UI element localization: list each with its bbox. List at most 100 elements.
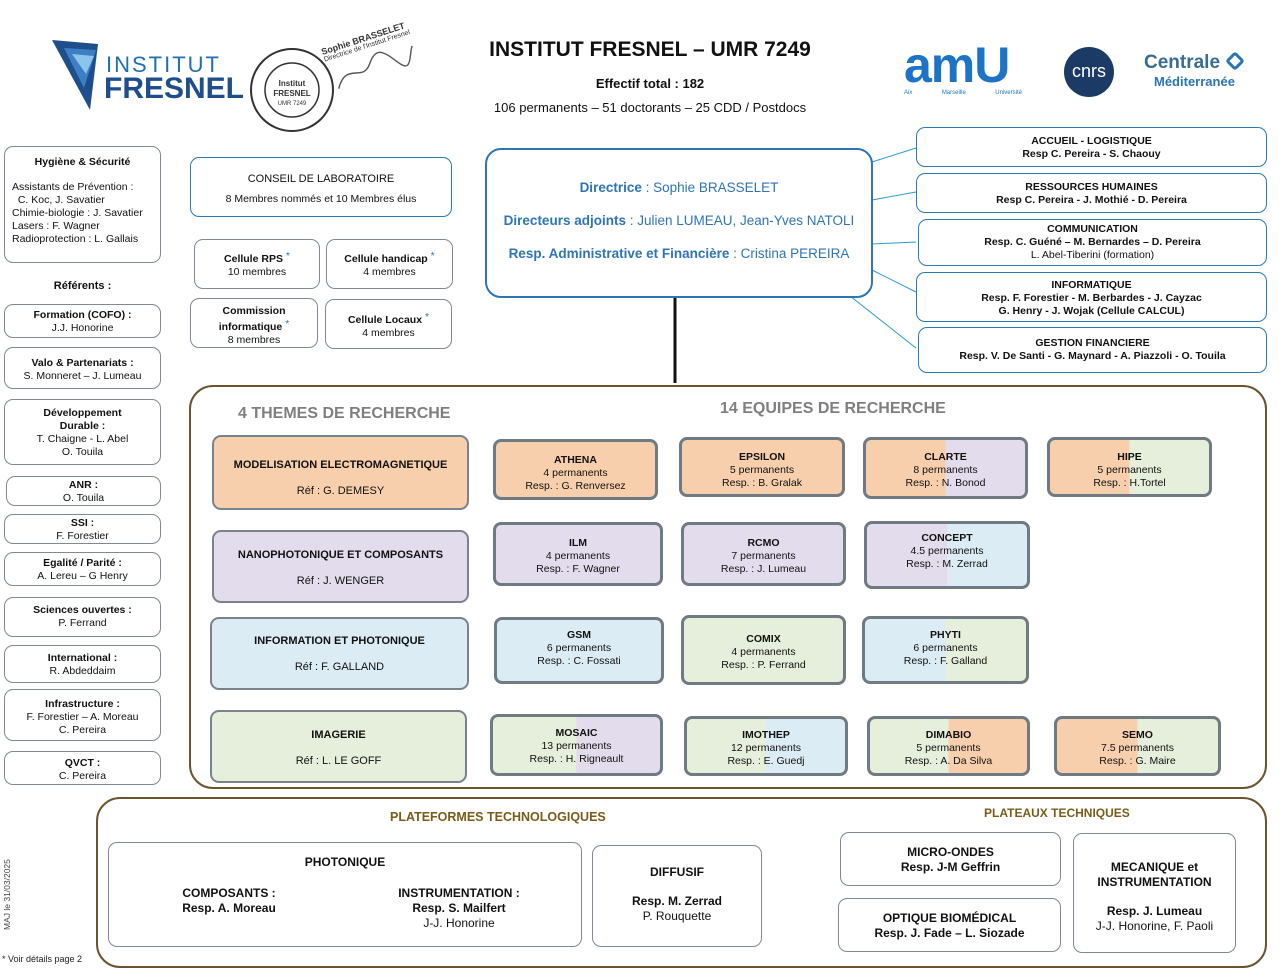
diffusif-extra: P. Rouquette — [642, 909, 712, 923]
cellule-handicap-desc: 4 membres — [363, 266, 416, 278]
referent-qvct-line1: C. Pereira — [58, 770, 107, 782]
referent-valo-title: Valo & Partenariats : — [31, 357, 134, 369]
mecanique-extra: J-J. Honorine, F. Paoli — [1095, 919, 1214, 933]
plateau-mecanique: MECANIQUE et INSTRUMENTATION Resp. J. Lu… — [1073, 833, 1236, 953]
platforms-title: PLATEFORMES TECHNOLOGIQUES — [390, 810, 606, 824]
theme-modelisation-ref: Réf : G. DEMESY — [296, 485, 385, 497]
team-ilm: ILM 4 permanents Resp. : F. Wagner — [493, 522, 663, 586]
theme-modelisation: MODELISATION ELECTROMAGNETIQUE Réf : G. … — [212, 435, 469, 510]
cellule-rps-star: * — [285, 250, 290, 262]
centrale-logo-line1: Centrale — [1144, 52, 1221, 73]
plateaux-title: PLATEAUX TECHNIQUES — [984, 806, 1130, 820]
service-informatique: INFORMATIQUE Resp. F. Forestier - M. Ber… — [916, 272, 1267, 322]
team-gsm-resp: Resp. : C. Fossati — [537, 655, 621, 667]
fresnel-logo: INSTITUT FRESNEL — [50, 38, 244, 114]
service-gestion-title: GESTION FINANCIERE — [1035, 337, 1150, 349]
svg-text:Institut: Institut — [279, 79, 306, 88]
diffusif-resp: Resp. M. Zerrad — [631, 894, 723, 908]
referent-anr-line1: O. Touila — [62, 492, 105, 504]
team-mosaic-name: MOSAIC — [555, 727, 598, 739]
amu-sub-3: Université — [995, 90, 1022, 96]
mecanique-resp: Resp. J. Lumeau — [1106, 904, 1203, 918]
hygiene-line3: Chimie-biologie : J. Savatier — [12, 207, 143, 219]
team-hipe-perm: 5 permanents — [1097, 464, 1162, 476]
hygiene-title: Hygiène & Sécurité — [34, 156, 131, 168]
hygiene-line4: Lasers : F. Wagner — [12, 220, 100, 232]
team-hipe-resp: Resp. : H.Tortel — [1093, 477, 1166, 489]
cellule-locaux-title: Cellule Locaux — [347, 314, 423, 326]
amu-sub-1: Aix — [904, 90, 913, 96]
team-comix-perm: 4 permanents — [731, 646, 796, 658]
team-epsilon-perm: 5 permanents — [729, 464, 795, 476]
official-stamp: Institut FRESNEL UMR 7249 — [248, 46, 336, 134]
team-imothep-resp: Resp. : E. Guedj — [727, 755, 805, 767]
referent-infra-title: Infrastructure : — [45, 698, 120, 710]
team-semo-resp: Resp. : G. Maire — [1099, 755, 1176, 767]
theme-information-name: INFORMATION ET PHOTONIQUE — [254, 635, 425, 647]
service-informatique-line1: Resp. F. Forestier - M. Berbardes - J. C… — [981, 292, 1202, 304]
service-communication-line1: Resp. C. Guéné – M. Bernardes – D. Perei… — [984, 236, 1201, 248]
amu-logo: amU Aix Marseille Université — [904, 40, 1034, 102]
amu-logo-text: amU — [904, 37, 1010, 93]
team-ilm-name: ILM — [568, 537, 588, 549]
team-comix-name: COMIX — [746, 633, 781, 645]
referent-formation: Formation (COFO) : J.J. Honorine — [4, 304, 161, 338]
service-accueil-title: ACCUEIL - LOGISTIQUE — [1031, 135, 1152, 147]
referent-formation-title: Formation (COFO) : — [33, 309, 132, 321]
cnrs-logo-text: cnrs — [1071, 61, 1106, 81]
team-athena-perm: 4 permanents — [543, 467, 608, 479]
referent-anr: ANR : O. Touila — [6, 476, 161, 506]
service-rh-title: RESSOURCES HUMAINES — [1025, 181, 1158, 193]
cellule-locaux-star: * — [424, 311, 430, 323]
commission-desc: 8 membres — [227, 334, 281, 346]
referent-formation-line1: J.J. Honorine — [51, 322, 114, 334]
referents-title: Référents : — [53, 280, 112, 292]
micro-ondes-resp: Resp. J-M Geffrin — [900, 860, 1001, 874]
theme-nanophotonique-name: NANOPHOTONIQUE ET COMPOSANTS — [237, 549, 444, 561]
fresnel-logo-mark — [52, 40, 98, 110]
referent-intl-title: International : — [47, 652, 118, 664]
service-gestion-financiere: GESTION FINANCIERE Resp. V. De Santi - G… — [918, 327, 1267, 373]
referent-infra-line2: C. Pereira — [58, 724, 107, 736]
photonique-instrumentation-title: INSTRUMENTATION : — [398, 886, 520, 900]
signature: Sophie BRASSELET Directrice de l'Institu… — [320, 17, 440, 124]
centrale-logo: Centrale Méditerranée — [1144, 51, 1254, 92]
team-clarte-perm: 8 permanents — [913, 464, 978, 476]
research-frame — [189, 385, 1267, 789]
team-athena: ATHENA 4 permanents Resp. : G. Renversez — [493, 439, 658, 500]
header-title: INSTITUT FRESNEL – UMR 7249 — [489, 38, 811, 61]
plateau-optique-biomedical: OPTIQUE BIOMÉDICAL Resp. J. Fade – L. Si… — [838, 898, 1061, 952]
team-semo-perm: 7.5 permanents — [1101, 742, 1174, 754]
team-dimabio-name: DIMABIO — [925, 729, 972, 741]
photonique-composants-resp: Resp. A. Moreau — [182, 901, 276, 915]
direction-box: Directrice : Sophie BRASSELET Directeurs… — [485, 148, 873, 298]
director-name: : Sophie BRASSELET — [641, 180, 779, 195]
team-concept-perm: 4.5 permanents — [910, 545, 984, 557]
mecanique-title: MECANIQUE et — [1110, 860, 1199, 874]
referent-infra-line1: F. Forestier – A. Moreau — [26, 711, 139, 723]
commission-title: Commission — [222, 305, 286, 317]
referent-dd-title2: Durable : — [59, 420, 106, 432]
admin-name: : Cristina PEREIRA — [729, 246, 850, 261]
team-dimabio-perm: 5 permanents — [916, 742, 981, 754]
header-effectif: Effectif total : 182 — [595, 76, 705, 91]
team-hipe: HIPE 5 permanents Resp. : H.Tortel — [1047, 437, 1212, 497]
team-epsilon-resp: Resp. : B. Gralak — [722, 477, 802, 489]
referent-intl-line1: R. Abdeddaim — [49, 665, 116, 677]
team-comix-resp: Resp. : P. Ferrand — [721, 659, 806, 671]
service-accueil-line1: Resp C. Pereira - S. Chaouy — [1022, 148, 1161, 160]
commission-star: * — [285, 318, 290, 330]
referent-developpement-durable: Développement Durable : T. Chaigne - L. … — [4, 399, 161, 465]
team-phyti: PHYTI 6 permanents Resp. : F. Galland — [862, 616, 1029, 684]
team-phyti-name: PHYTI — [930, 629, 961, 641]
team-mosaic: MOSAIC 13 permanents Resp. : H. Rigneaul… — [490, 714, 663, 776]
referent-so-title: Sciences ouvertes : — [33, 604, 132, 616]
optique-resp: Resp. J. Fade – L. Siozade — [874, 926, 1025, 940]
header-breakdown: 106 permanents – 51 doctorants – 25 CDD … — [493, 100, 807, 115]
team-gsm-perm: 6 permanents — [546, 642, 612, 654]
referent-dd-line1: T. Chaigne - L. Abel — [36, 433, 129, 445]
hygiene-line2: C. Koc, J. Savatier — [12, 194, 105, 206]
referent-qvct-title: QVCT : — [64, 757, 101, 769]
photonique-instrumentation-resp: Resp. S. Mailfert — [412, 901, 506, 915]
